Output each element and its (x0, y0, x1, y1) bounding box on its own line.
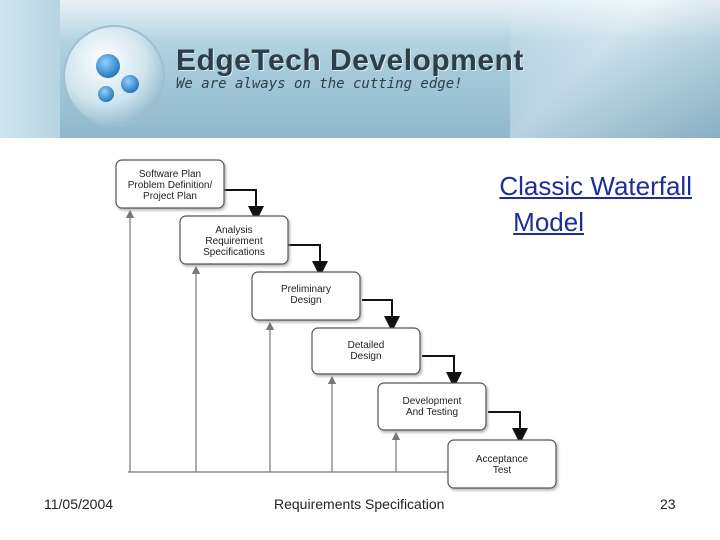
step-label: Requirement (205, 236, 262, 247)
brand-tagline: We are always on the cutting edge! (176, 76, 463, 92)
banner-stripe (0, 0, 60, 138)
step-box-analysis: Analysis Requirement Specifications (179, 215, 289, 265)
step-label: Analysis (215, 225, 252, 236)
flow-arrow-2 (288, 244, 328, 277)
slide-title-line-2: Model (513, 207, 584, 237)
step-label: Development (403, 396, 462, 407)
step-box-detailed-design: Detailed Design (311, 327, 421, 375)
step-label: And Testing (406, 407, 458, 418)
step-label: Preliminary (281, 284, 331, 295)
step-label: Software Plan (139, 169, 201, 180)
flow-arrow-4 (422, 355, 462, 388)
step-box-software-plan: Software Plan Problem Definition/ Projec… (115, 159, 225, 209)
slide-title-line-1: Classic Waterfall (499, 171, 692, 201)
brand-name: EdgeTech Development (176, 44, 524, 77)
step-label: Project Plan (143, 191, 197, 202)
step-label: Design (290, 295, 321, 306)
step-box-development-testing: Development And Testing (377, 382, 487, 431)
step-label: Acceptance (476, 454, 529, 465)
footer-date: 11/05/2004 (44, 496, 114, 512)
step-label: Design (350, 351, 381, 362)
step-label: Detailed (348, 340, 385, 351)
step-label: Problem Definition/ (128, 180, 213, 191)
logo-icon (63, 25, 165, 127)
step-box-acceptance-test: Acceptance Test (447, 439, 557, 489)
banner-art (510, 0, 720, 138)
flow-arrow-3 (362, 299, 400, 332)
footer-title: Requirements Specification (274, 496, 445, 512)
slide-number: 23 (660, 496, 676, 512)
flow-arrow-1 (224, 189, 264, 222)
step-label: Specifications (203, 247, 265, 258)
header-banner: EdgeTech Development We are always on th… (0, 0, 720, 138)
step-label: Test (493, 465, 512, 476)
slide-title: Classic Waterfall Model (380, 168, 692, 240)
flow-arrow-5 (488, 411, 528, 444)
step-box-preliminary-design: Preliminary Design (251, 271, 361, 321)
